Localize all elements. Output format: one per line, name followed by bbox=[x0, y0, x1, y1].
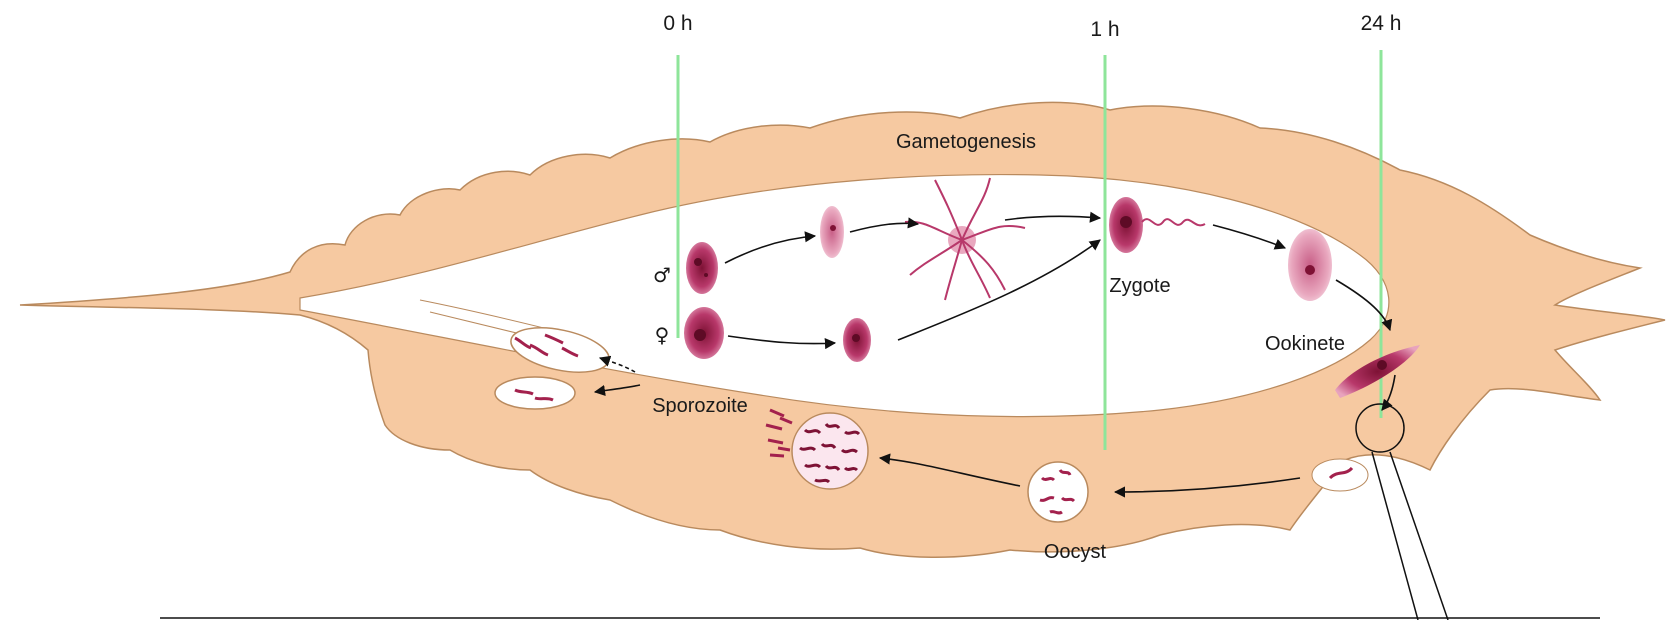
female-gamete bbox=[843, 318, 871, 362]
mature-oocyst bbox=[792, 413, 868, 489]
label-sporozoite: Sporozoite bbox=[652, 395, 748, 417]
label-oocyst: Oocyst bbox=[1044, 541, 1107, 563]
time-label-0h: 0 h bbox=[663, 12, 692, 35]
female-symbol: ♀ bbox=[655, 323, 670, 347]
ookinete-round bbox=[1288, 229, 1332, 301]
young-oocyst bbox=[1312, 459, 1368, 491]
female-gametocyte bbox=[684, 307, 724, 359]
label-gametogenesis: Gametogenesis bbox=[896, 131, 1036, 153]
time-label-1h: 1 h bbox=[1090, 18, 1119, 41]
label-zygote: Zygote bbox=[1109, 275, 1170, 297]
time-label-24h: 24 h bbox=[1361, 12, 1402, 35]
male-gametocyte bbox=[686, 242, 718, 294]
label-ookinete: Ookinete bbox=[1265, 333, 1345, 355]
male-symbol: ♂ bbox=[653, 263, 671, 287]
activated-male-gamete bbox=[820, 206, 844, 258]
oocyst bbox=[1028, 462, 1088, 522]
